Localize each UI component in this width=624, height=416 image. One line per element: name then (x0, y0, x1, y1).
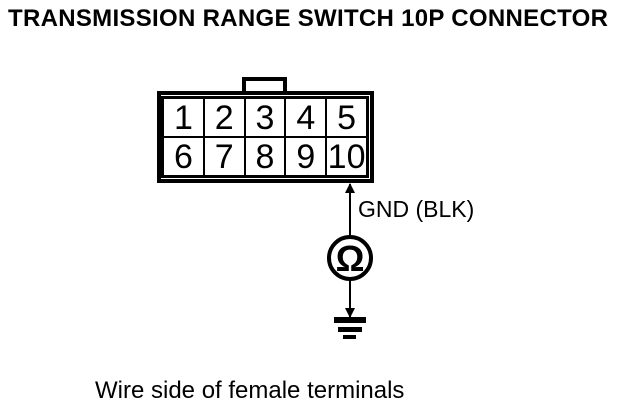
connector-key-tab (242, 77, 287, 95)
ohm-symbol: Ω (335, 238, 365, 279)
page-title: TRANSMISSION RANGE SWITCH 10P CONNECTOR (8, 5, 609, 32)
pin-cell-10: 10 (326, 137, 367, 176)
pin-cell-2: 2 (203, 98, 245, 137)
pin-cell-3: 3 (244, 98, 286, 137)
pin-cell-8: 8 (244, 137, 286, 176)
wire-meter-to-ground (349, 281, 351, 318)
diagram-caption: Wire side of female terminals (95, 377, 405, 404)
pin-cell-4: 4 (285, 98, 327, 137)
ohmmeter-icon: Ω (327, 235, 373, 281)
down-arrowhead-icon (345, 308, 355, 318)
pin-cell-5: 5 (326, 98, 367, 137)
ground-icon-bar3 (343, 335, 356, 339)
ground-icon (334, 317, 366, 323)
ground-icon-bar2 (338, 327, 362, 332)
wire-pin10-to-meter (349, 184, 351, 236)
wire-label: GND (BLK) (358, 196, 475, 222)
pin-cell-1: 1 (163, 98, 204, 137)
pin-cell-9: 9 (285, 137, 327, 176)
pin-cell-6: 6 (163, 137, 204, 176)
pin-grid: 1 2 3 4 5 6 7 8 9 10 (161, 96, 369, 178)
pin-cell-7: 7 (203, 137, 245, 176)
